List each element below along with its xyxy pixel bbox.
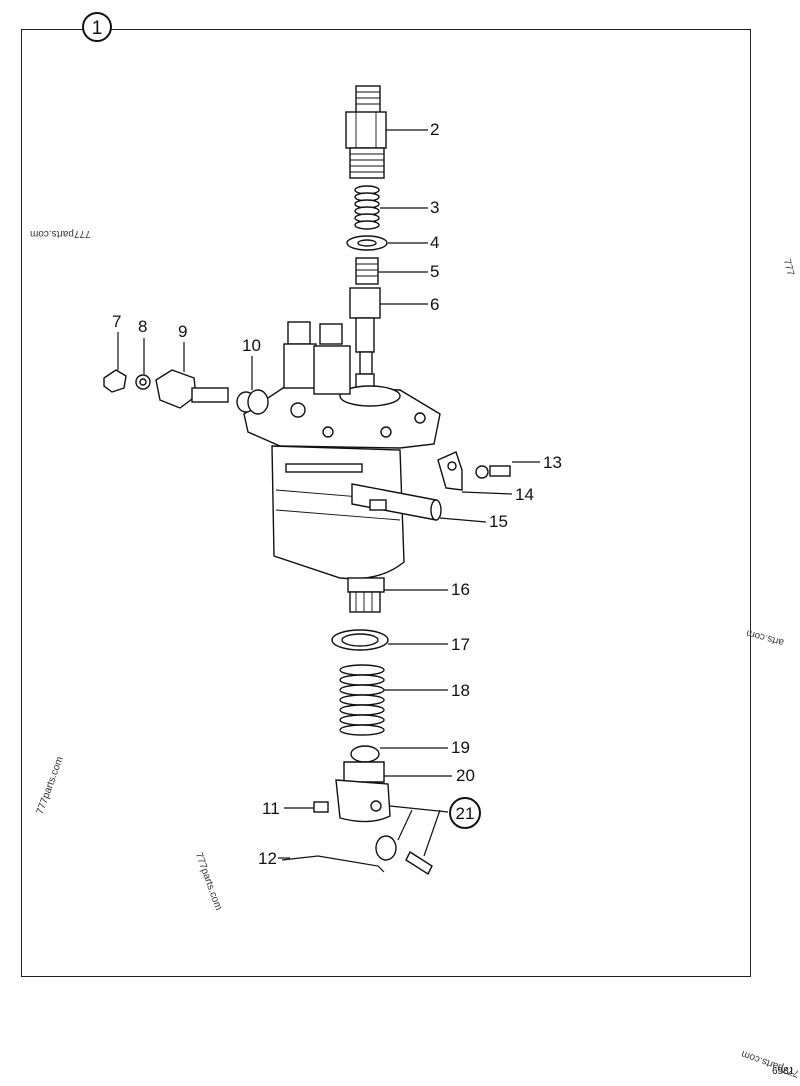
part-21-roller-pin	[375, 835, 433, 876]
callout-7: 7	[112, 312, 122, 331]
callout-12: 12	[258, 849, 277, 868]
callout-14: 14	[515, 485, 534, 504]
drawing-number: 6981	[772, 1066, 795, 1077]
diagram-frame	[21, 29, 751, 977]
part-17-spring-seat	[331, 629, 389, 651]
callout-5: 5	[430, 262, 440, 281]
sheet-number-badge: 1	[82, 12, 112, 42]
callout-16: 16	[451, 580, 470, 599]
callout-19: 19	[451, 738, 470, 757]
parts-13-14-bracket	[437, 451, 511, 491]
callout-17: 17	[451, 635, 470, 654]
callout-20: 20	[456, 766, 475, 785]
part-16-plunger-collar	[347, 577, 385, 613]
part-2-delivery-valve-holder	[345, 85, 387, 179]
leader-lines	[117, 129, 540, 859]
callout-11: 11	[262, 799, 280, 818]
callout-8: 8	[138, 317, 148, 336]
callout-6: 6	[430, 295, 440, 314]
watermark: 777parts.com	[30, 228, 91, 239]
callout-9: 9	[178, 322, 188, 341]
part-4-washer	[346, 235, 388, 251]
callout-4: 4	[430, 233, 440, 252]
part-18-plunger-spring	[339, 664, 385, 736]
part-6-valve-seat	[349, 287, 381, 389]
part-5-valve	[355, 257, 379, 285]
callout-3: 3	[430, 198, 440, 217]
callout-18: 18	[451, 681, 470, 700]
callout-10: 10	[242, 336, 261, 355]
callout-15: 15	[489, 512, 508, 531]
part-12-wire	[281, 855, 385, 873]
callout-2: 2	[430, 120, 440, 139]
parts-19-20-tappet	[335, 745, 391, 823]
part-3-spring	[354, 185, 380, 230]
pump-body	[243, 321, 442, 580]
callout-21: 21	[449, 797, 481, 829]
part-11-screw	[313, 801, 329, 813]
parts-7-10-fuel-inlet	[103, 369, 269, 415]
callout-13: 13	[543, 453, 562, 472]
